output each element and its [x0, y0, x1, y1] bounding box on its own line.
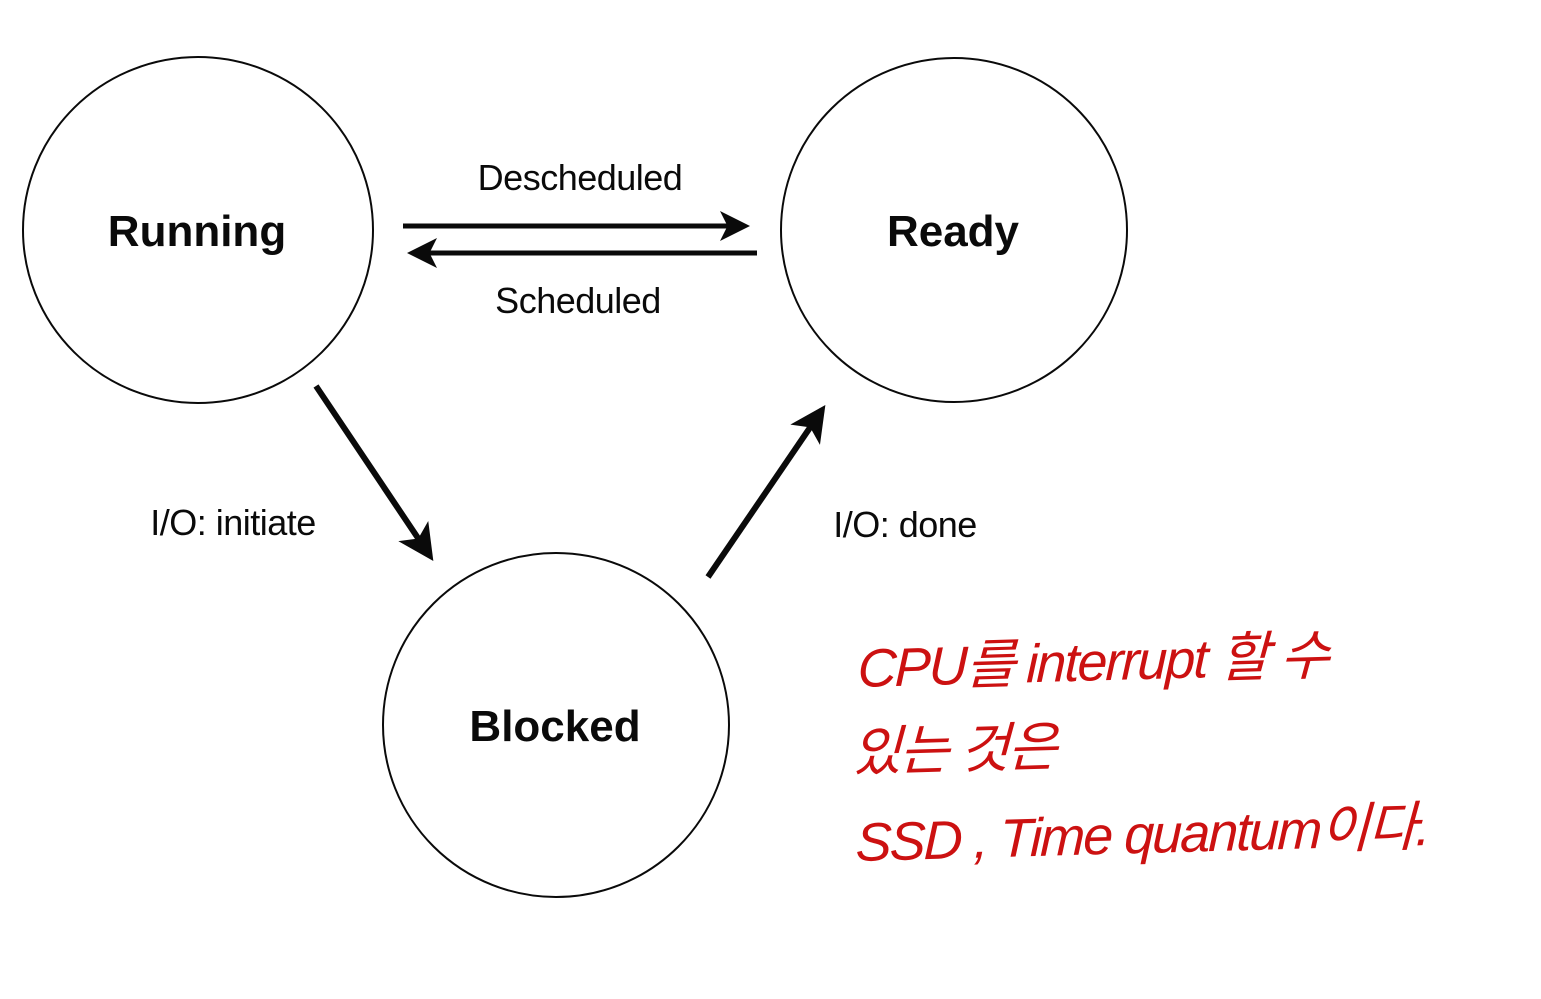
io-initiate-arrow: [313, 384, 434, 561]
descheduled-transition-label: Descheduled: [477, 157, 683, 198]
running-state-circle: [22, 56, 374, 404]
ready-state-circle: [780, 57, 1128, 403]
blocked-state-circle: [382, 552, 730, 898]
io-initiate-transition-label: I/O: initiate: [150, 502, 316, 543]
scheduled-transition-label: Scheduled: [495, 280, 661, 321]
ready-state-label: Ready: [886, 207, 1020, 256]
running-state-label: Running: [107, 207, 287, 256]
blocked-state-label: Blocked: [469, 702, 641, 751]
io-done-arrow: [705, 405, 826, 579]
io-done-transition-label: I/O: done: [833, 504, 977, 545]
